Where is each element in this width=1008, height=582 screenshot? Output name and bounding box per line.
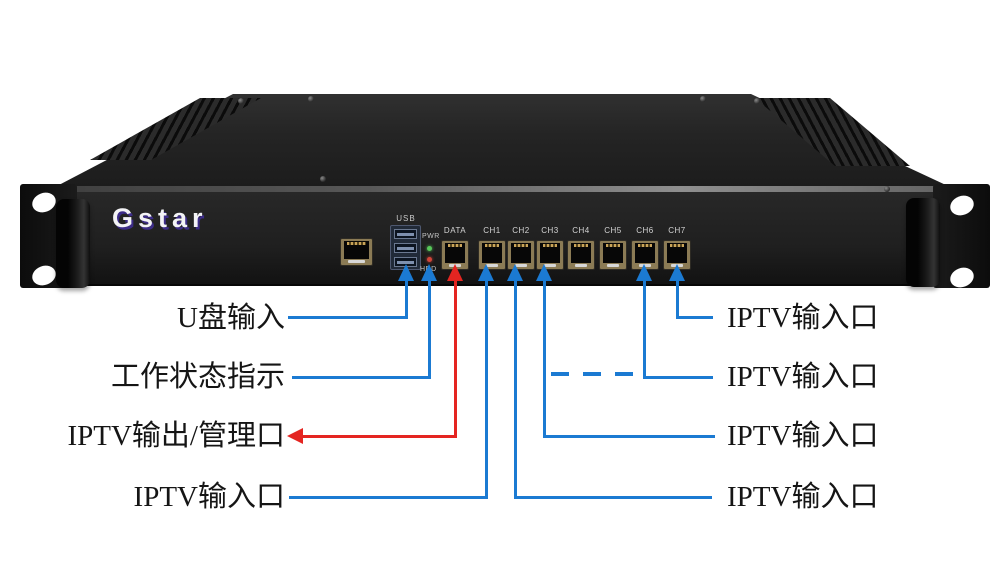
handle-left (56, 199, 90, 288)
mounting-hole (947, 264, 977, 291)
rj45-port-left (340, 238, 373, 266)
port-label: CH2 (512, 226, 530, 235)
callout-line-ch3 (543, 278, 546, 438)
callout-arrow-data-left (287, 428, 303, 444)
rack-ear-right (933, 184, 990, 291)
usb-port (394, 243, 417, 253)
screw-icon (238, 98, 244, 104)
usb-ports (390, 225, 421, 270)
callout-label-input-ch1: IPTV输入口 (133, 481, 285, 513)
callout-line-ch7 (676, 316, 713, 319)
port-label: CH5 (604, 226, 622, 235)
callout-arrow-ch1 (478, 264, 494, 281)
callout-line-data (454, 278, 457, 438)
mounting-hole (29, 262, 59, 289)
callout-arrow-ch7 (669, 264, 685, 281)
callout-label-input-ch2: IPTV输入口 (727, 481, 879, 513)
callout-line-usb (288, 316, 408, 319)
callout-label-usb: U盘输入 (177, 302, 285, 334)
callout-label-input-ch3: IPTV输入口 (727, 420, 879, 452)
brand-logo: Gstar (112, 203, 208, 233)
usb-label: USB (396, 214, 416, 223)
mounting-hole (947, 192, 977, 219)
port-label: CH6 (636, 226, 654, 235)
port-label: DATA (443, 226, 467, 235)
mounting-hole (29, 189, 59, 216)
callout-label-input-ch6: IPTV输入口 (727, 361, 879, 393)
callout-arrow-ch6 (636, 264, 652, 281)
callout-line-ch7 (676, 278, 679, 319)
callout-line-leds (292, 376, 431, 379)
callout-line-ch1 (289, 496, 488, 499)
ellipsis-dashes (551, 372, 635, 376)
callout-line-ch6 (643, 376, 713, 379)
pwr-led (427, 246, 432, 251)
rj45-port-ch4 (567, 240, 595, 270)
usb-port (394, 229, 417, 239)
screw-icon (320, 176, 326, 182)
callout-line-ch3 (543, 435, 715, 438)
port-label: CH4 (572, 226, 590, 235)
handle-right (906, 198, 940, 287)
rj45-port-ch6 (631, 240, 659, 270)
callout-arrow-ch2 (507, 264, 523, 281)
front-panel-bevel (55, 186, 950, 192)
pwr-led-label: PWR (422, 233, 440, 240)
callout-arrow-ch3 (536, 264, 552, 281)
callout-line-ch2 (514, 496, 712, 499)
callout-arrow-leds (421, 264, 437, 281)
rj45-port-ch5 (599, 240, 627, 270)
screw-icon (754, 98, 760, 104)
port-label: CH7 (668, 226, 686, 235)
port-label: CH1 (483, 226, 501, 235)
callout-label-status: 工作状态指示 (110, 361, 285, 393)
callout-arrow-usb (398, 264, 414, 281)
callout-label-output-mgmt: IPTV输出/管理口 (67, 420, 285, 452)
callout-line-ch2 (514, 278, 517, 499)
callout-arrow-data (447, 264, 463, 281)
front-panel (55, 192, 950, 286)
callout-line-usb (405, 278, 408, 319)
callout-line-data (300, 435, 457, 438)
callout-line-ch6 (643, 278, 646, 379)
port-label: CH3 (541, 226, 559, 235)
callout-line-ch1 (485, 278, 488, 499)
screw-icon (700, 96, 706, 102)
callout-label-input-ch7: IPTV输入口 (727, 302, 879, 334)
screw-icon (884, 186, 890, 192)
hdd-led (427, 257, 432, 262)
callout-line-leds (428, 278, 431, 379)
screw-icon (308, 96, 314, 102)
port-opening (344, 241, 369, 259)
